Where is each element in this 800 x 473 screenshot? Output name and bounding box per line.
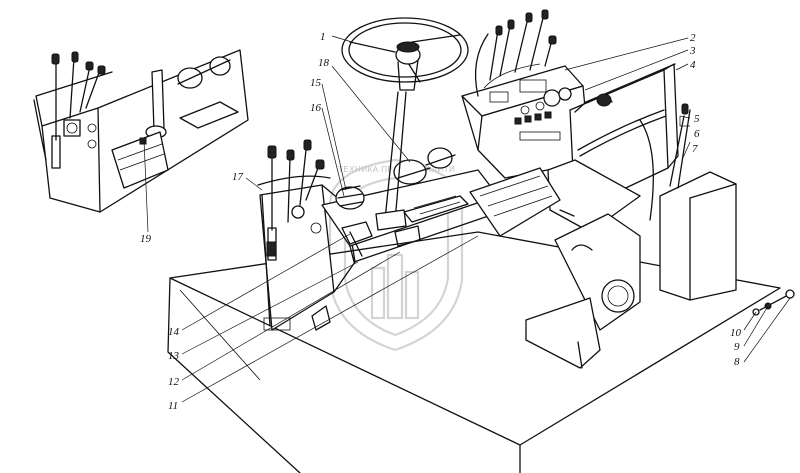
- side-console: [639, 103, 737, 301]
- callout-10: 10: [730, 327, 742, 339]
- callout-16: 16: [310, 102, 322, 114]
- instrument-panel: [461, 9, 591, 179]
- callout-9: 9: [734, 341, 740, 353]
- callout-2: 2: [690, 32, 696, 44]
- steering-wheel: [341, 17, 469, 231]
- callout-18: 18: [318, 57, 330, 69]
- callout-1: 1: [320, 31, 326, 43]
- callout-12: 12: [168, 376, 180, 388]
- floor-platform: [167, 231, 781, 473]
- callout-11: 11: [168, 400, 178, 412]
- leader-lines: [143, 35, 791, 403]
- callout-14: 14: [168, 326, 180, 338]
- callout-3: 3: [689, 45, 696, 57]
- callout-8: 8: [734, 356, 740, 368]
- callout-19: 19: [140, 233, 152, 245]
- callout-13: 13: [168, 350, 180, 362]
- operator-seat: [547, 63, 679, 331]
- fastener-set: [752, 289, 795, 316]
- callout-5: 5: [694, 113, 700, 125]
- callout-4: 4: [690, 59, 696, 71]
- callout-6: 6: [694, 128, 700, 140]
- left-control-console: [257, 139, 356, 331]
- callout-labels: 1 2 3 4 5 6 7 8 9 10 11 12 13 14 15 16 1…: [140, 31, 742, 412]
- callout-7: 7: [692, 143, 698, 155]
- callout-17: 17: [232, 171, 244, 183]
- callout-15: 15: [310, 77, 322, 89]
- inset-detail-view: [33, 49, 249, 213]
- joystick-units: [335, 147, 456, 210]
- floor-plates: [469, 167, 601, 369]
